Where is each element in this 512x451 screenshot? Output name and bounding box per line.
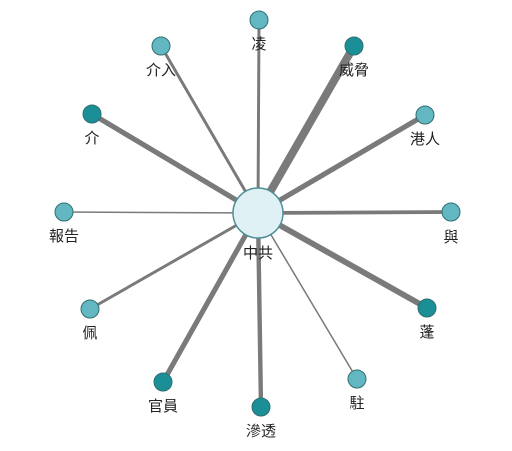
node-label-7: 滲透 xyxy=(246,422,276,440)
edge-4 xyxy=(256,210,453,215)
edge-3 xyxy=(255,112,428,216)
node-label-6: 駐 xyxy=(349,394,364,412)
edge-12 xyxy=(159,44,260,215)
edge-10 xyxy=(63,211,259,214)
node-10[interactable] xyxy=(54,202,74,222)
node-label-4: 與 xyxy=(443,228,458,246)
node-8[interactable] xyxy=(153,372,173,392)
node-1[interactable] xyxy=(249,10,269,30)
edge-5 xyxy=(255,210,430,311)
node-label-8: 官員 xyxy=(148,397,178,415)
edge-7 xyxy=(255,210,264,410)
node-label-2: 威脅 xyxy=(339,61,369,79)
node-label-1: 凌 xyxy=(251,35,266,53)
node-label-3: 港人 xyxy=(410,130,440,148)
edge-layer xyxy=(63,18,453,410)
node-label-10: 報告 xyxy=(49,227,79,245)
node-2[interactable] xyxy=(344,36,364,56)
edge-6 xyxy=(257,212,358,380)
node-3[interactable] xyxy=(415,105,435,125)
edge-8 xyxy=(160,210,261,385)
node-label-11: 介 xyxy=(84,129,99,147)
center-group: 中共 xyxy=(232,187,284,262)
node-12[interactable] xyxy=(151,36,171,56)
node-label-5: 蓬 xyxy=(419,323,434,341)
node-9[interactable] xyxy=(80,299,100,319)
edge-11 xyxy=(89,111,261,216)
node-5[interactable] xyxy=(417,298,437,318)
node-label-9: 佩 xyxy=(82,324,97,342)
node-6[interactable] xyxy=(347,369,367,389)
edge-2 xyxy=(254,42,358,217)
node-7[interactable] xyxy=(251,397,271,417)
edge-9 xyxy=(88,211,260,311)
edge-1 xyxy=(256,18,261,215)
center-node[interactable] xyxy=(232,187,284,239)
node-label-12: 介入 xyxy=(146,61,176,79)
node-4[interactable] xyxy=(441,202,461,222)
center-node-label: 中共 xyxy=(243,244,273,262)
node-11[interactable] xyxy=(82,104,102,124)
